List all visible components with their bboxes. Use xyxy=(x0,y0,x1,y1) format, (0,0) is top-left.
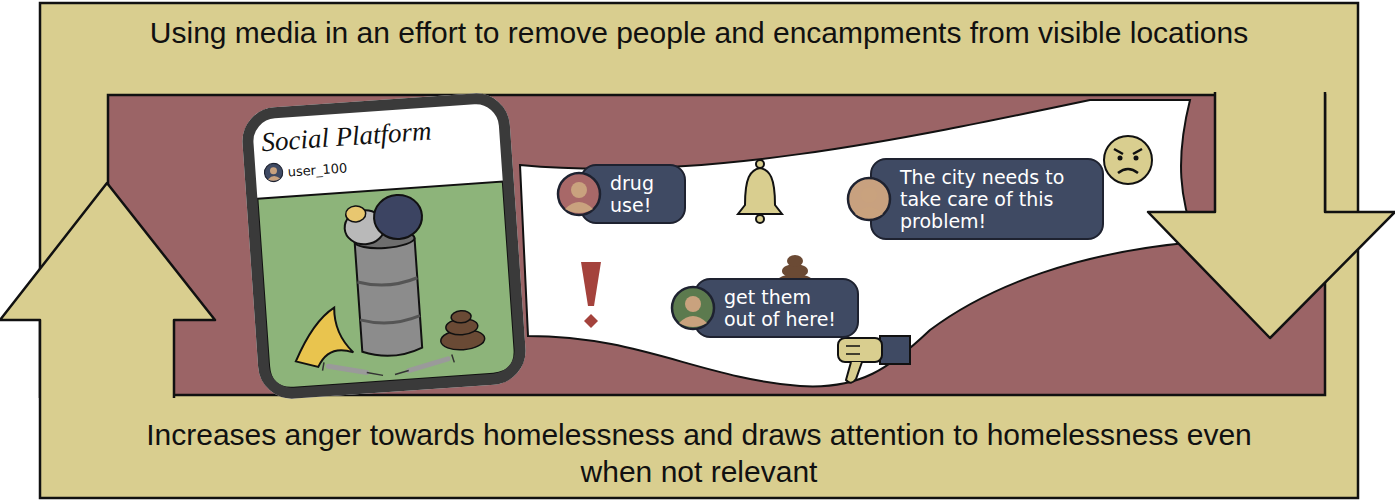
effect-band: Increases anger towards homelessness and… xyxy=(40,395,1358,498)
trash-bag xyxy=(373,193,424,240)
comment-bubble: get them out of here! xyxy=(694,278,859,338)
syringe-needle xyxy=(394,354,455,374)
loop-arrow xyxy=(1148,92,1395,338)
trash-item xyxy=(345,205,366,222)
trash-can xyxy=(355,238,423,358)
loop-arrow xyxy=(0,183,215,398)
app-title: Social Platform xyxy=(260,115,432,157)
comment-swoosh xyxy=(520,100,1196,386)
comment-text: get them out of here! xyxy=(724,286,845,330)
waste-pile xyxy=(451,310,472,323)
comment-text: The city needs to take care of this prob… xyxy=(900,166,1090,232)
loop-frame xyxy=(40,3,1358,498)
syringe xyxy=(328,364,367,376)
syringe-needle xyxy=(322,358,383,379)
cause-band: Using media in an effort to remove peopl… xyxy=(40,3,1358,95)
user-avatar xyxy=(846,176,892,222)
trash-can-band xyxy=(357,278,420,325)
user-avatar xyxy=(263,162,284,183)
banana-peel xyxy=(292,307,354,369)
band-text: Using media in an effort to remove peopl… xyxy=(60,14,1338,51)
phone-screen xyxy=(257,182,516,390)
phone-body xyxy=(240,91,528,401)
comment-text: drug use! xyxy=(610,172,672,216)
comment-bubble: drug use! xyxy=(580,164,686,224)
exclamation-icon xyxy=(581,262,601,328)
inner-panel xyxy=(108,95,1325,395)
phone-screen: Social Platform user_100 xyxy=(240,91,528,401)
user-avatar xyxy=(670,285,716,331)
username: user_100 xyxy=(287,160,348,180)
thumbs-down-icon xyxy=(838,336,910,383)
phone-illustration xyxy=(240,91,528,401)
angry-face-icon xyxy=(1104,136,1152,184)
band-text: Increases anger towards homelessness and… xyxy=(114,416,1284,490)
user-avatar xyxy=(556,171,602,217)
bell-icon xyxy=(738,160,782,223)
comment-bubble: The city needs to take care of this prob… xyxy=(870,158,1104,240)
syringe xyxy=(408,359,449,371)
